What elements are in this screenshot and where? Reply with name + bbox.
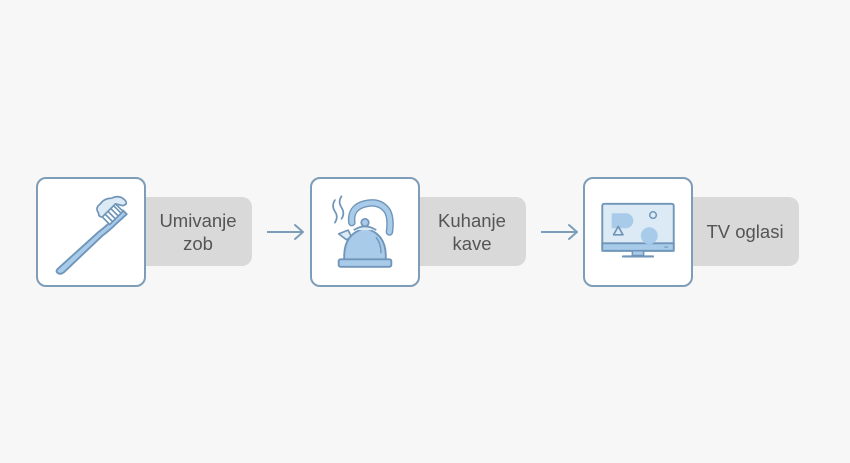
step-label-box: Kuhanje kave [410, 197, 526, 266]
step-icon-box [583, 177, 693, 287]
step-label: Kuhanje kave [438, 209, 506, 254]
step-label-box: Umivanje zob [136, 197, 252, 266]
toothbrush-icon [55, 195, 128, 275]
arrow-right-icon [541, 224, 578, 240]
step-label: Umivanje zob [159, 209, 237, 254]
step-icon-box [36, 177, 146, 287]
step-icon-box [310, 177, 420, 287]
television-icon [601, 202, 675, 258]
step-label-box: TV oglasi [683, 197, 799, 266]
arrow-right-icon [267, 224, 304, 240]
kettle-icon [332, 195, 394, 268]
step-label: TV oglasi [706, 221, 784, 242]
